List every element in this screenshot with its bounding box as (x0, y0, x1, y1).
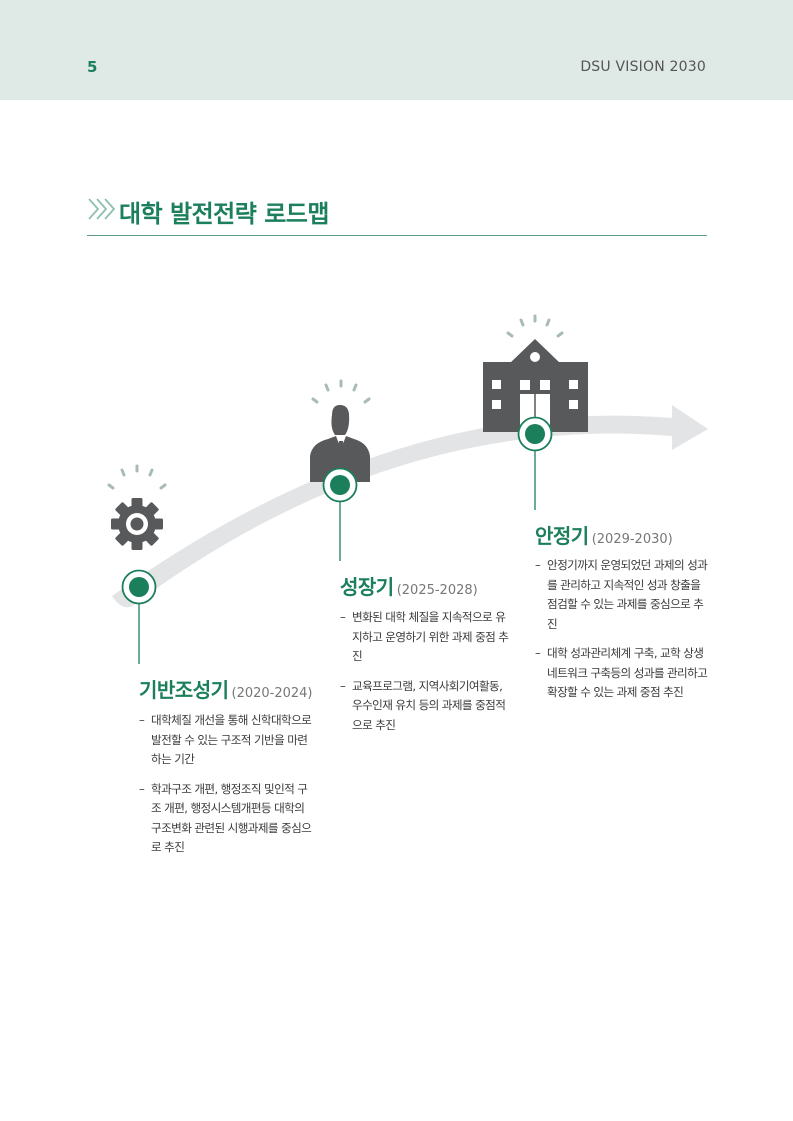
page-number: 5 (87, 58, 98, 76)
growth-arrow (112, 405, 708, 608)
phase-3-name: 안정기 (535, 524, 589, 548)
phase-1-bullets: 대학체질 개선을 통해 신학대학으로 발전할 수 있는 구조적 기반을 마련하는… (139, 711, 314, 868)
phase-2-title: 성장기(2025-2028) (340, 571, 478, 600)
triple-chevron-icon (88, 198, 116, 220)
phase-2-name: 성장기 (340, 575, 394, 599)
phase-2-period: (2025-2028) (396, 583, 478, 598)
phase-1-name: 기반조성기 (139, 678, 229, 702)
list-item: 대학체질 개선을 통해 신학대학으로 발전할 수 있는 구조적 기반을 마련하는… (139, 711, 314, 770)
list-item: 학과구조 개편, 행정조직 및인적 구조 개편, 행정시스템개편등 대학의 구조… (139, 780, 314, 858)
phase-3-bullets: 안정기까지 운영되었던 과제의 성과를 관리하고 지속적인 성과 창출을 점검할… (535, 556, 710, 713)
phase-1-title: 기반조성기(2020-2024) (139, 674, 313, 703)
list-item: 안정기까지 운영되었던 과제의 성과를 관리하고 지속적인 성과 창출을 점검할… (535, 556, 710, 634)
list-item: 교육프로그램, 지역사회기여활동, 우수인재 유치 등의 과제를 중점적으로 추… (340, 677, 515, 736)
section-heading: 대학 발전전략 로드맵 (87, 194, 707, 236)
phase-3-period: (2029-2030) (591, 532, 673, 547)
phase-2-bullets: 변화된 대학 체질을 지속적으로 유지하고 운영하기 위한 과제 중점 추진 교… (340, 608, 515, 745)
school-building-icon (483, 314, 588, 432)
phase-3-title: 안정기(2029-2030) (535, 520, 673, 549)
milestone-marker-2 (322, 467, 358, 561)
header-band (0, 0, 793, 100)
businessman-icon (310, 379, 371, 482)
list-item: 변화된 대학 체질을 지속적으로 유지하고 운영하기 위한 과제 중점 추진 (340, 608, 515, 667)
milestone-marker-1 (121, 569, 157, 664)
milestone-marker-3 (517, 416, 553, 510)
document-title: DSU VISION 2030 (580, 59, 706, 75)
phase-1-period: (2020-2024) (231, 686, 313, 701)
list-item: 대학 성과관리체계 구축, 교학 상생 네트워크 구축등의 성과를 관리하고 확… (535, 644, 710, 703)
section-title: 대학 발전전략 로드맵 (119, 200, 329, 228)
gear-icon (107, 464, 167, 550)
